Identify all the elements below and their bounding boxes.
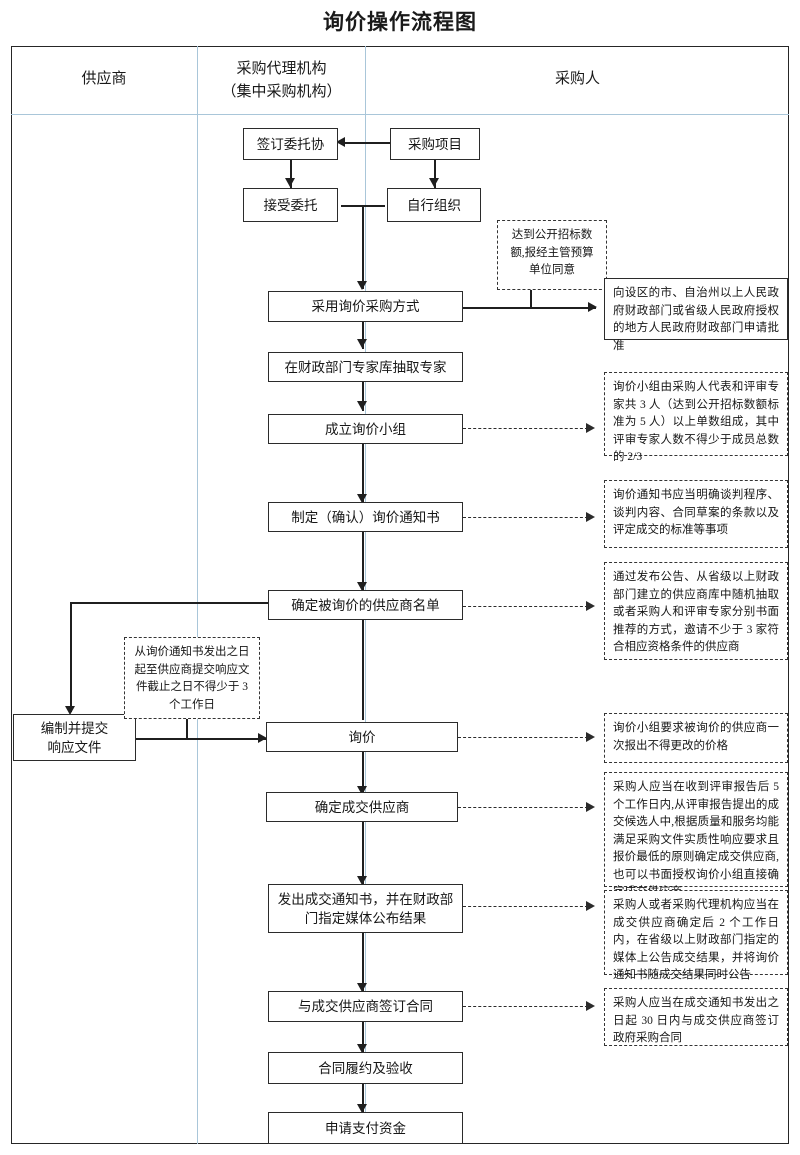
lane-header-agency-line1: 采购代理机构 (236, 61, 327, 77)
node-form-inquiry-group[interactable]: 成立询价小组 (268, 414, 463, 444)
conn-publish-to-contract (362, 933, 364, 991)
conn-contract-to-note (463, 1006, 588, 1007)
conn-winner-to-publish (362, 822, 364, 884)
node-adopt-inquiry-method[interactable]: 采用询价采购方式 (268, 291, 463, 322)
node-prepare-submit-response[interactable]: 编制并提交 响应文件 (13, 714, 136, 761)
conn-publish-to-note (463, 906, 588, 907)
note-inquiry-group-composition: 询价小组由采购人代表和评审专家共 3 人（达到公开招标数额标准为 5 人）以上单… (604, 372, 788, 463)
arrow-method-to-expert (357, 339, 367, 348)
node-draw-experts[interactable]: 在财政部门专家库抽取专家 (268, 352, 463, 382)
arrow-group-to-note (586, 423, 595, 433)
conn-group-to-note (463, 428, 588, 429)
conn-project-to-self (434, 160, 436, 188)
note-approval-request: 向设区的市、自治州以上人民政府财政部门或省级人民政府授权的地方人民政府财政部门申… (604, 278, 788, 352)
node-sign-contract[interactable]: 与成交供应商签订合同 (268, 991, 463, 1022)
conn-submit-to-inquiry (136, 738, 266, 740)
note-supplier-selection-method: 通过发布公告、从省级以上财政部门建立的供应商库中随机抽取或者采购人和评审专家分别… (604, 562, 788, 660)
conn-list-to-inquiry (362, 620, 364, 720)
page-title: 询价操作流程图 (323, 10, 477, 34)
arrow-winner-to-note (586, 802, 595, 812)
arrow-winner-to-publish (357, 876, 367, 885)
node-accept-entrustment[interactable]: 接受委托 (243, 188, 338, 222)
lane-header-agency-line2: （集中采购机构） (221, 84, 342, 100)
conn-sign-to-accept (290, 160, 292, 188)
arrow-join-to-method (357, 281, 367, 290)
node-formulate-notice[interactable]: 制定（确认）询价通知书 (268, 502, 463, 532)
node-self-organize[interactable]: 自行组织 (387, 188, 481, 222)
lane-header-supplier: 供应商 (81, 71, 127, 87)
arrow-contract-to-note (586, 1001, 595, 1011)
arrow-inquiry-to-note (586, 732, 595, 742)
arrow-notice-to-list (357, 582, 367, 591)
conn-list-to-note (463, 606, 588, 607)
node-sign-entrustment[interactable]: 签订委托协 (243, 128, 338, 160)
lane-header-purchaser: 采购人 (554, 71, 600, 87)
arrow-inquiry-to-winner (357, 786, 367, 795)
node-apply-payment[interactable]: 申请支付资金 (268, 1112, 463, 1144)
node-contract-performance-acceptance[interactable]: 合同履约及验收 (268, 1052, 463, 1084)
conn-method-to-approval-h (463, 307, 531, 309)
note-response-deadline: 从询价通知书发出之日起至供应商提交响应文件截止之日不得少于 3 个工作日 (124, 637, 260, 719)
conn-threshold-stem (530, 272, 532, 308)
note-open-tender-threshold: 达到公开招标数额,报经主管预算单位同意 (497, 220, 607, 290)
note-contract-signing-deadline: 采购人应当在成交通知书发出之日起 30 日内与成交供应商签订政府采购合同 (604, 988, 788, 1046)
node-issue-notice-publish-line2: 门指定媒体公布结果 (304, 910, 427, 926)
node-procurement-project[interactable]: 采购项目 (390, 128, 480, 160)
node-determine-supplier-list[interactable]: 确定被询价的供应商名单 (268, 590, 463, 620)
conn-expert-to-group (362, 382, 364, 411)
conn-notice-to-note (463, 517, 588, 518)
conn-method-to-expert (362, 322, 364, 349)
node-prepare-submit-response-line1: 编制并提交 (40, 720, 109, 736)
arrow-publish-to-contract (357, 983, 367, 992)
conn-project-to-sign (344, 142, 390, 144)
arrow-list-to-note (586, 601, 595, 611)
arrow-to-approval (588, 302, 597, 312)
conn-list-to-submit-v (70, 602, 72, 712)
lane-header-rule (11, 114, 789, 115)
arrow-notice-to-note (586, 512, 595, 522)
arrow-sign-to-accept (285, 178, 295, 187)
conn-winner-to-note (458, 807, 588, 808)
note-result-announcement-rule: 采购人或者采购代理机构应当在成交供应商确定后 2 个工作日内，在省级以上财政部门… (604, 890, 788, 981)
node-issue-notice-publish[interactable]: 发出成交通知书，并在财政部 门指定媒体公布结果 (268, 884, 463, 933)
conn-notice-to-list (362, 532, 364, 590)
node-determine-winning-supplier[interactable]: 确定成交供应商 (266, 792, 458, 822)
arrow-submit-to-inquiry (258, 733, 267, 743)
conn-inquiry-to-winner (362, 752, 364, 794)
note-winner-determination-rule: 采购人应当在收到评审报告后 5 个工作日内,从评审报告提出的成交候选人中,根据质… (604, 772, 788, 898)
arrow-list-to-submit (65, 706, 75, 715)
conn-contract-to-perform (362, 1022, 364, 1052)
conn-deadline-stem (186, 705, 188, 739)
arrow-expert-to-group (357, 401, 367, 410)
arrow-contract-to-perform (357, 1044, 367, 1053)
node-inquiry[interactable]: 询价 (266, 722, 458, 752)
conn-join-down (362, 205, 364, 289)
arrow-group-to-notice (357, 494, 367, 503)
node-issue-notice-publish-line1: 发出成交通知书，并在财政部 (277, 891, 454, 907)
conn-group-to-notice (362, 444, 364, 502)
lane-header-agency: 采购代理机构 （集中采购机构） (198, 58, 365, 104)
arrow-project-to-sign (336, 137, 345, 147)
conn-perform-to-pay (362, 1084, 364, 1112)
arrow-project-to-self (429, 178, 439, 187)
arrow-publish-to-note (586, 901, 595, 911)
node-prepare-submit-response-line2: 响应文件 (47, 739, 102, 755)
note-inquiry-notice-content: 询价通知书应当明确谈判程序、谈判内容、合同草案的条款以及评定成交的标准等事项 (604, 480, 788, 548)
conn-inquiry-to-note (458, 737, 588, 738)
conn-to-approval (530, 307, 596, 309)
note-one-time-quote: 询价小组要求被询价的供应商一次报出不得更改的价格 (604, 713, 788, 763)
conn-list-to-submit-h (70, 602, 270, 604)
lane-divider-1 (197, 46, 198, 1144)
arrow-perform-to-pay (357, 1104, 367, 1113)
